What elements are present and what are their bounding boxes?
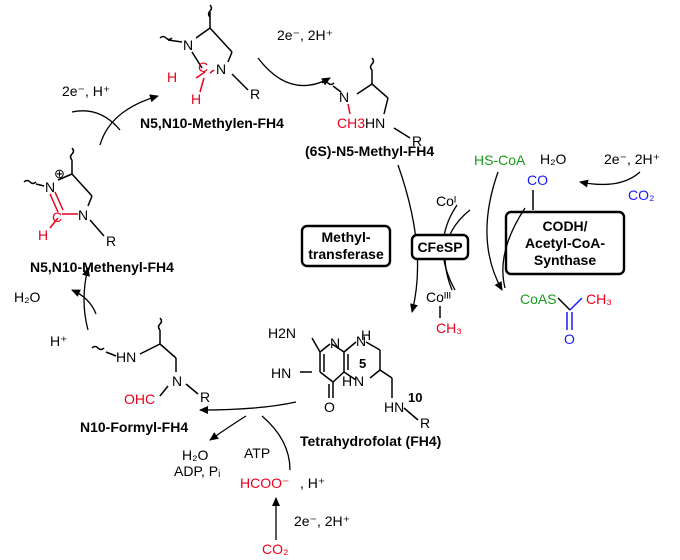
- thf-hn2: HN: [384, 399, 404, 415]
- hs-coa: HS-CoA: [474, 152, 526, 168]
- methylen-name: N5,N10-Methylen-FH4: [140, 115, 284, 131]
- methenyl-n2: N: [78, 207, 88, 223]
- arrow-to-h2o-adp: [209, 415, 247, 441]
- methenyl-h: H: [38, 227, 48, 243]
- methyltransferase-line1: Methyl-: [322, 229, 371, 245]
- thf-h2: H: [342, 373, 352, 389]
- coas-label: CoAS: [520, 291, 557, 307]
- thf-h1: H: [361, 327, 371, 343]
- formyl-name: N10-Formyl-FH4: [80, 419, 188, 435]
- acetyl-coa-structure: CoAS CH₃ O: [520, 291, 612, 347]
- right-reagent: 2e⁻, 2H⁺: [604, 151, 660, 167]
- atp: ATP: [244, 445, 270, 461]
- methenyl-n: N: [45, 179, 55, 195]
- codh-line3: Synthase: [534, 252, 596, 268]
- arrow-methenyl-to-methylen: [99, 94, 159, 146]
- arrow-methylen-to-methyl: [257, 57, 331, 87]
- thf-h2n: H2N: [268, 325, 296, 341]
- adp-pi: ADP, Pᵢ: [174, 463, 220, 479]
- arrow-co-to-acetyl: [502, 207, 526, 289]
- methenyl-name: N5,N10-Methenyl-FH4: [30, 259, 174, 275]
- arrow-thf-to-formyl: [199, 401, 297, 414]
- methyltransferase-box: Methyl- transferase: [300, 224, 392, 268]
- thf-n1: N: [330, 335, 340, 351]
- methylen-c: C: [198, 59, 208, 75]
- h2o-right: H₂O: [540, 151, 567, 167]
- acetyl-ch3: CH₃: [586, 291, 612, 307]
- thf-num5: 5: [359, 356, 366, 371]
- cfesp-label: CFeSP: [417, 239, 462, 255]
- codh-line1: CODH/: [542, 218, 587, 234]
- hplus-left: H⁺: [50, 333, 68, 349]
- formyl-ohc: OHC: [124, 391, 155, 407]
- co2-bottom: CO₂: [262, 541, 288, 557]
- thf-n3: N: [354, 373, 364, 389]
- codh-box: CODH/ Acetyl-CoA- Synthase: [504, 210, 626, 276]
- arrow-left-electrons: [71, 110, 121, 131]
- thf-o: O: [324, 399, 335, 415]
- top-reagent: 2e⁻, 2H⁺: [277, 27, 333, 43]
- cfesp-box: CFeSP: [410, 233, 470, 261]
- methylen-h2: H: [191, 91, 201, 107]
- co-ch3: CH₃: [436, 320, 462, 336]
- codh-line2: Acetyl-CoA-: [525, 235, 605, 251]
- thf-name: Tetrahydrofolat (FH4): [300, 433, 441, 449]
- thf-r: R: [420, 415, 430, 431]
- methylen-n5: N: [183, 37, 193, 53]
- acetyl-o: O: [564, 331, 575, 347]
- co-iii: Coᴵᴵᴵ: [426, 289, 451, 305]
- arrow-hscoa-to-acetyl: [486, 171, 503, 291]
- methyl-name: (6S)-N5-Methyl-FH4: [305, 143, 434, 159]
- methyl-hn: HN: [365, 115, 385, 131]
- h2o-bottom: H₂O: [182, 447, 209, 463]
- methyl-fh4-structure: N CH3 HN R (6S)-N5-Methyl-FH4: [305, 57, 434, 159]
- methyl-ch3: CH3: [337, 115, 365, 131]
- bottom-reagent: 2e⁻, 2H⁺: [294, 513, 350, 529]
- methenyl-fh4-structure: N ⊕ C H N R N5,N10-Methenyl-FH4: [23, 147, 174, 275]
- methylen-n10: N: [216, 61, 226, 77]
- left-reagent: 2e⁻, H⁺: [62, 83, 110, 99]
- methenyl-r: R: [106, 233, 116, 249]
- methyltransferase-line2: transferase: [308, 246, 384, 262]
- formate-hplus: , H⁺: [300, 475, 325, 491]
- thf-num10: 10: [408, 390, 422, 405]
- thf-hn1: HN: [271, 365, 291, 381]
- methyl-n: N: [339, 89, 349, 105]
- arrow-formyl-to-h2o: [71, 289, 97, 315]
- arrow-co2-to-co: [579, 171, 641, 188]
- methenyl-plus: ⊕: [54, 166, 65, 181]
- methylen-h1: H: [167, 69, 177, 85]
- methylen-fh4-structure: N N H C H R N5,N10-Methylen-FH4: [140, 4, 284, 131]
- formate: HCOO⁻: [240, 475, 289, 491]
- formyl-fh4-structure: HN N OHC R N10-Formyl-FH4: [80, 317, 210, 435]
- co-label: CO: [527, 172, 548, 188]
- methylen-r: R: [250, 86, 260, 102]
- arrow-formyl-to-methenyl: [82, 267, 90, 331]
- co-i: Coᴵ: [436, 193, 456, 209]
- methenyl-c: C: [52, 209, 62, 225]
- h2o-left: H₂O: [14, 289, 41, 305]
- formyl-r: R: [200, 389, 210, 405]
- thf-structure: H2N N N H HN N H 5 O 10 HN R Tetrahydrof…: [268, 325, 441, 449]
- formyl-n: N: [172, 373, 182, 389]
- co2-right: CO₂: [628, 187, 654, 203]
- methyl-r: R: [412, 133, 422, 149]
- thf-n2: N: [356, 333, 366, 349]
- formyl-hn: HN: [116, 349, 136, 365]
- arrow-from-atp-formate: [261, 415, 291, 471]
